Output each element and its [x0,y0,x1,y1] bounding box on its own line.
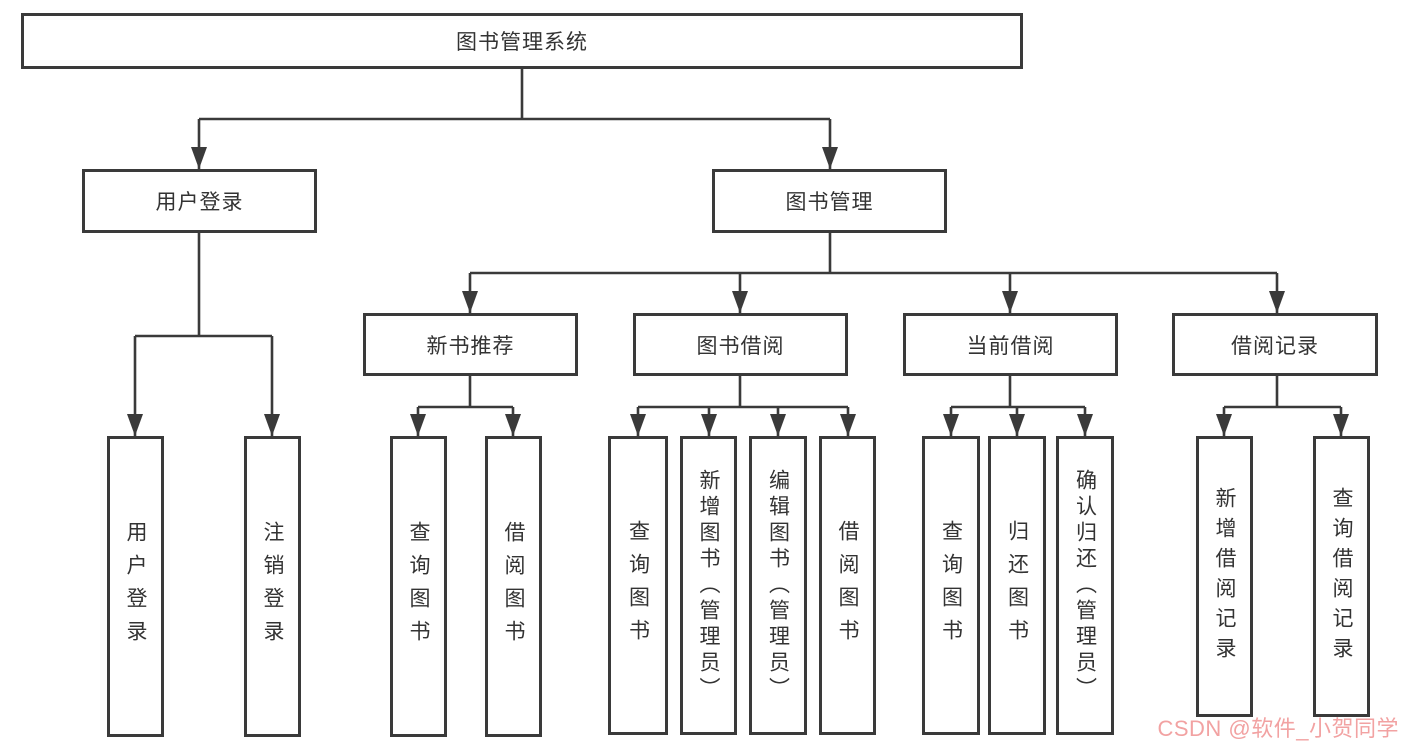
leaf-label: 用户登录 [124,520,147,653]
node-label: 图书借阅 [696,334,785,358]
leaf-label: 注销登录 [261,520,284,653]
arrowhead [943,414,959,436]
node-label: 新书推荐 [426,334,515,358]
node-label: 当前借阅 [966,334,1055,358]
leaf-query-book-current: 查询图书 [922,436,980,735]
leaf-user-login: 用户登录 [107,436,164,737]
arrowhead [732,291,748,313]
node-borrow-records: 借阅记录 [1172,313,1378,376]
node-book-management: 图书管理 [712,169,947,233]
arrowhead [462,291,478,313]
leaf-borrow-book-recommend: 借阅图书 [485,436,542,737]
leaf-query-borrow-record: 查询借阅记录 [1313,436,1370,717]
leaf-borrow-book: 借阅图书 [819,436,876,735]
leaf-add-borrow-record: 新增借阅记录 [1196,436,1253,717]
arrowhead [630,414,646,436]
leaf-label: 查询借阅记录 [1330,486,1353,667]
arrowhead [410,414,426,436]
node-current-borrow: 当前借阅 [903,313,1118,376]
node-label: 借阅记录 [1231,334,1319,358]
arrowhead [822,147,838,169]
node-book-borrow: 图书借阅 [633,313,848,376]
csdn-watermark: CSDN @软件_小贺同学 [1157,716,1399,741]
leaf-label: 归还图书 [1005,519,1029,652]
leaf-query-book-recommend: 查询图书 [390,436,447,737]
arrowhead [191,147,207,169]
node-label: 用户登录 [155,191,244,214]
leaf-label: 查询图书 [407,520,430,653]
arrowhead [1002,291,1018,313]
leaf-logout: 注销登录 [244,436,301,737]
arrowhead [264,414,280,436]
arrowhead [1216,414,1232,436]
node-label: 图书管理系统 [456,31,588,54]
leaf-add-book-admin: 新增图书（管理员） [680,436,737,735]
arrowhead [505,414,521,436]
node-new-book-recommend: 新书推荐 [363,313,578,376]
leaf-label: 查询图书 [939,519,963,652]
arrowhead [840,414,856,436]
arrowhead [127,414,143,436]
arrowhead [1009,414,1025,436]
arrowhead [1269,291,1285,313]
leaf-label: 借阅图书 [502,520,525,653]
arrowhead [1077,414,1093,436]
leaf-label: 借阅图书 [836,519,859,652]
leaf-label: 查询图书 [626,519,650,652]
arrowhead [701,414,717,436]
leaf-label: 新增图书（管理员） [697,468,720,703]
arrowhead [770,414,786,436]
leaf-confirm-return-admin: 确认归还（管理员） [1056,436,1114,735]
leaf-return-book: 归还图书 [988,436,1046,735]
leaf-label: 编辑图书（管理员） [766,468,790,703]
leaf-label: 新增借阅记录 [1213,486,1236,667]
leaf-query-book-borrow: 查询图书 [608,436,668,735]
leaf-edit-book-admin: 编辑图书（管理员） [749,436,807,735]
node-label: 图书管理 [785,191,874,214]
node-user-login: 用户登录 [82,169,317,233]
node-library-management-system: 图书管理系统 [21,13,1023,69]
arrowhead [1333,414,1349,436]
leaf-label: 确认归还（管理员） [1073,468,1097,703]
